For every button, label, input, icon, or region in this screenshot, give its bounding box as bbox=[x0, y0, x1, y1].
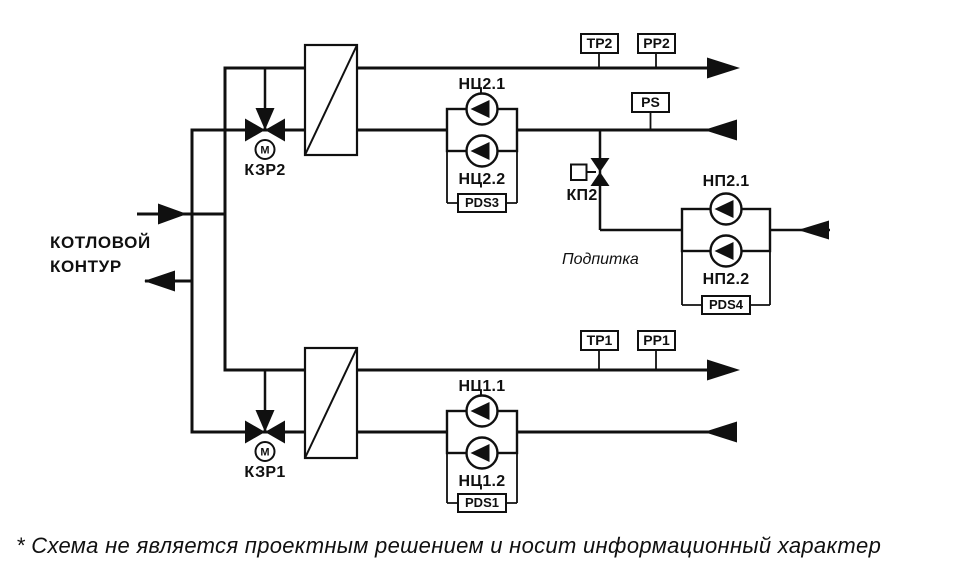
valve-kzr1-icon: М bbox=[245, 370, 285, 462]
arrow-boiler-outlet-icon bbox=[144, 270, 175, 292]
arrow-return-bottom-icon bbox=[704, 421, 737, 443]
pump-label-np21: НП2.1 bbox=[702, 173, 750, 190]
arrow-return-top-icon bbox=[704, 119, 737, 141]
sensor-tag-pp2: РР2 bbox=[637, 33, 676, 54]
makeup-label: Подпитка bbox=[562, 251, 639, 268]
pump-group-nc2 bbox=[445, 92, 519, 204]
sensor-tag-ps: PS bbox=[631, 92, 670, 113]
pump-np21-icon bbox=[709, 192, 743, 226]
pump-label-nc21: НЦ2.1 bbox=[458, 76, 506, 93]
motor-circle bbox=[254, 139, 276, 160]
boiler-circuit-line1: КОТЛОВОЙ bbox=[50, 233, 151, 252]
pump-label-np22: НП2.2 bbox=[702, 271, 750, 288]
arrow-boiler-inlet-icon bbox=[158, 203, 187, 225]
sensor-tag-pp1: РР1 bbox=[637, 330, 676, 351]
heat-exchanger-bottom bbox=[303, 346, 359, 460]
pump-nc11-icon bbox=[465, 394, 499, 428]
pump-np22-icon bbox=[709, 234, 743, 268]
motor-label: М bbox=[260, 145, 269, 157]
heat-exchanger-top bbox=[303, 43, 359, 157]
sensor-tag-pds3: PDS3 bbox=[457, 193, 507, 213]
boiler-circuit-label: КОТЛОВОЙ КОНТУР bbox=[50, 231, 151, 279]
pump-nc12-icon bbox=[465, 436, 499, 470]
valve-kzr2-icon: М bbox=[245, 68, 285, 160]
pump-nc21-icon bbox=[465, 92, 499, 126]
pump-label-nc22: НЦ2.2 bbox=[458, 171, 506, 188]
pump-nc22-icon bbox=[465, 134, 499, 168]
pump-label-nc12: НЦ1.2 bbox=[458, 473, 506, 490]
main-pipes bbox=[137, 66, 736, 434]
footnote: * Схема не является проектным решением и… bbox=[16, 533, 882, 558]
valve-label-kzr1: КЗР1 bbox=[244, 464, 286, 481]
sensor-tag-tp2: ТР2 bbox=[580, 33, 619, 54]
sensor-drop-lines bbox=[598, 53, 657, 370]
pump-label-nc11: НЦ1.1 bbox=[458, 378, 506, 395]
valve-label-kp2: КП2 bbox=[566, 187, 598, 204]
sensor-tag-tp1: ТР1 bbox=[580, 330, 619, 351]
pump-group-nc1 bbox=[445, 394, 519, 504]
valve-kp2-icon bbox=[570, 158, 610, 186]
valve-label-kzr2: КЗР2 bbox=[244, 162, 286, 179]
flow-arrows bbox=[144, 57, 829, 443]
sensor-tag-pds4: PDS4 bbox=[701, 295, 751, 315]
motor-circle bbox=[254, 441, 276, 462]
arrow-supply-bottom-icon bbox=[707, 359, 740, 381]
sensor-tag-pds1: PDS1 bbox=[457, 493, 507, 513]
arrow-supply-top-icon bbox=[707, 57, 740, 79]
arrow-makeup-inlet-icon bbox=[798, 220, 829, 240]
motor-label: М bbox=[260, 447, 269, 459]
boiler-circuit-line2: КОНТУР bbox=[50, 257, 122, 276]
